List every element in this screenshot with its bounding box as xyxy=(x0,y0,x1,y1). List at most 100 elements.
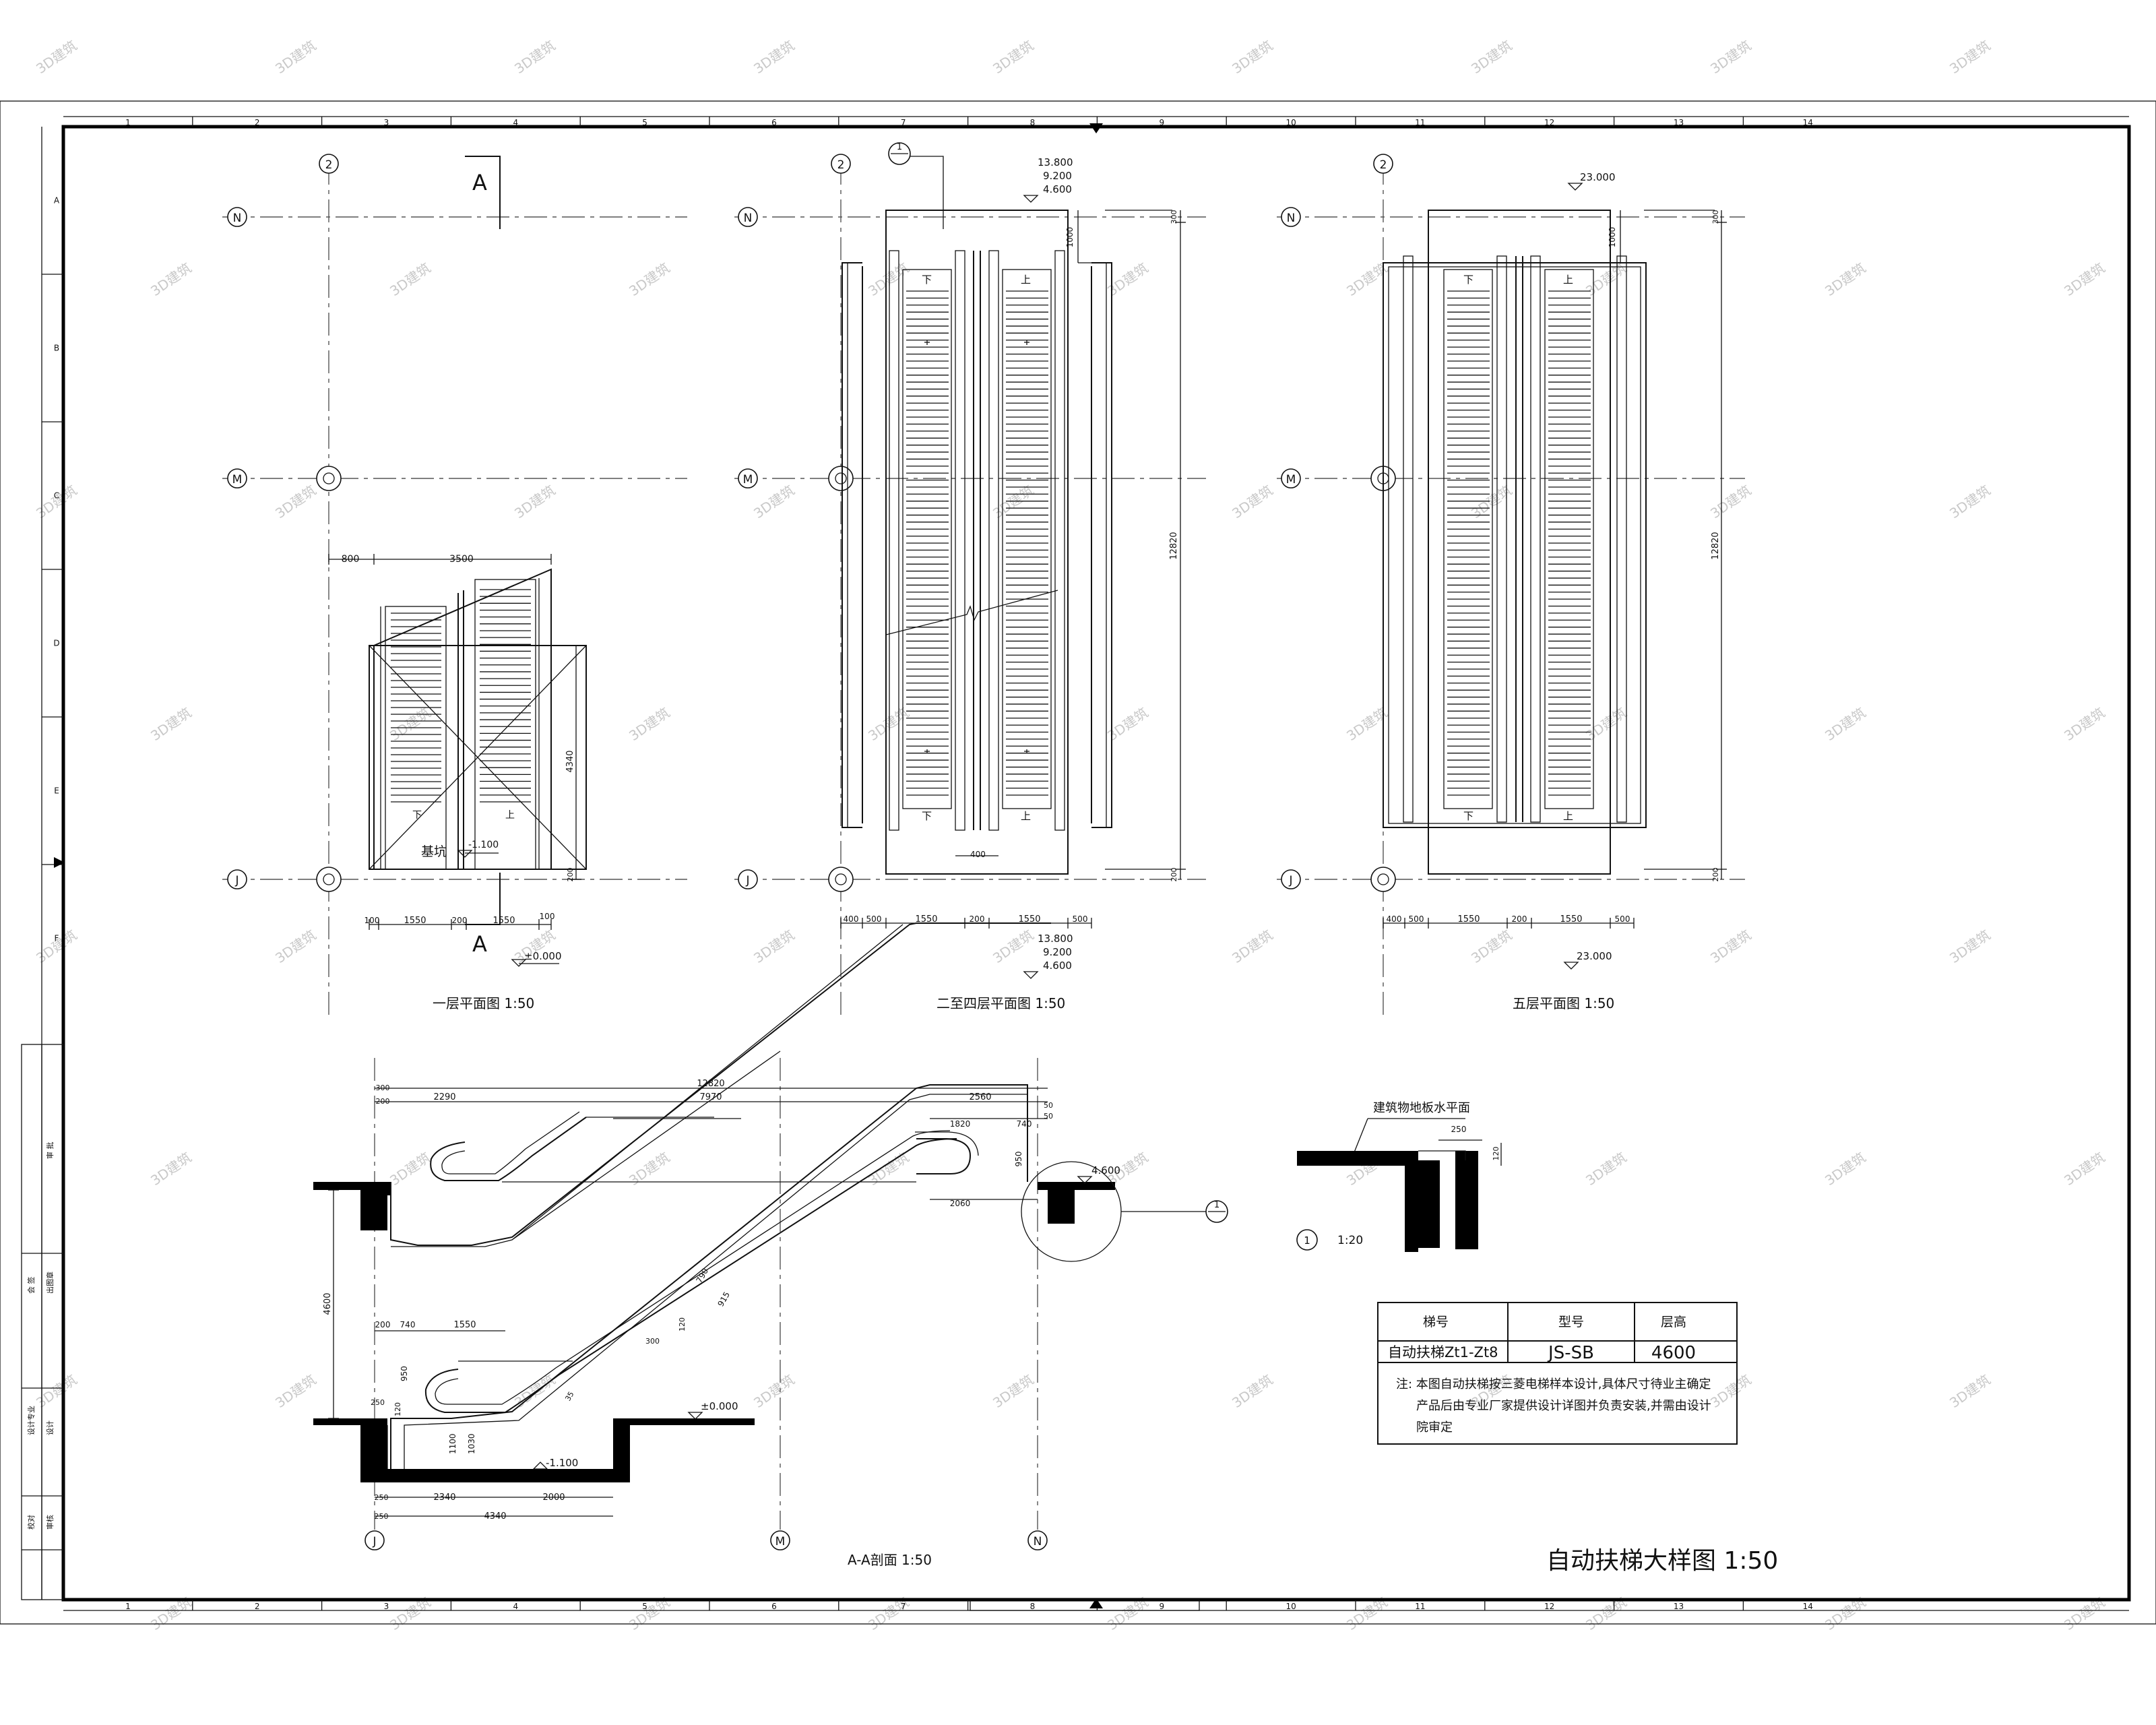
sec-dim-misc-3: 300 xyxy=(645,1337,660,1346)
spec-cell-model: JS-SB xyxy=(1547,1343,1594,1363)
col-number: 9 xyxy=(1159,118,1164,127)
spec-note-line-0: 注: 本图自动扶梯按三菱电梯样本设计,具体尺寸待业主确定 xyxy=(1396,1377,1711,1391)
detail-ref: 1 xyxy=(1304,1234,1310,1247)
p3-dim-total: 12820 xyxy=(1711,532,1721,559)
watermark-text: 3D建筑 xyxy=(1229,927,1276,966)
plan2-title: 二至四层平面图 1:50 xyxy=(937,995,1065,1011)
col-number: 4 xyxy=(513,1602,518,1611)
p1-dim-right-small: 200 xyxy=(566,868,575,882)
p1-dim-top-0: 800 xyxy=(342,554,360,565)
p3-dim-b5: 500 xyxy=(1615,914,1630,924)
col-number: 5 xyxy=(642,118,647,127)
spec-header-no: 梯号 xyxy=(1423,1315,1449,1329)
sec-dim-misc-7: 120 xyxy=(393,1402,402,1416)
axis-bubble-j xyxy=(227,869,247,889)
watermark-text: 3D建筑 xyxy=(1822,704,1869,744)
sec-dim-bottom-3: 250 xyxy=(375,1512,389,1521)
watermark-text: 3D建筑 xyxy=(751,927,798,966)
p3-level-bottom: 23.000 xyxy=(1577,950,1612,962)
p3-axis-j: J xyxy=(1288,874,1292,887)
col-number: 10 xyxy=(1286,118,1296,127)
p1-up: 上 xyxy=(505,810,515,821)
watermark-text: 3D建筑 xyxy=(1229,482,1276,522)
p1-dim-bottom-1: 1550 xyxy=(404,916,426,926)
p2-level-bottom-0: 13.800 xyxy=(1038,933,1073,945)
plan3-steps-left xyxy=(1447,290,1490,796)
col-number: 7 xyxy=(901,118,906,127)
p2-up-top: 上 xyxy=(1021,274,1031,286)
title-block-countersign: 会 签 xyxy=(26,1277,36,1294)
sec-dim-h: 2060 xyxy=(950,1199,971,1208)
col-number: 12 xyxy=(1544,1602,1554,1611)
detail-scale: 1:20 xyxy=(1337,1234,1363,1247)
plan3-steps-right xyxy=(1548,290,1591,796)
p2-dim-b5: 500 xyxy=(1073,914,1088,924)
plan2-steps-left xyxy=(906,290,949,796)
watermark-text: 3D建筑 xyxy=(626,704,673,744)
spec-header-height: 层高 xyxy=(1661,1315,1686,1329)
watermark-text: 3D建筑 xyxy=(1229,37,1276,77)
sec-dim-a: 300 xyxy=(376,1084,390,1092)
col-number: 10 xyxy=(1286,1602,1296,1611)
watermark-text: 3D建筑 xyxy=(1583,704,1630,744)
p1-down: 下 xyxy=(412,810,422,821)
col-number: 9 xyxy=(1159,1602,1164,1611)
plan-2: N M J 2 1 13.800 9.200 4.600 xyxy=(734,142,1206,1017)
p3-dim-bottom: 200 xyxy=(1711,868,1720,882)
sec-dim-misc-4: 120 xyxy=(678,1317,687,1331)
sec-dim-height: 4600 xyxy=(323,1292,333,1315)
sec-dim-total: 12820 xyxy=(697,1079,724,1089)
detail-label: 建筑物地板水平面 xyxy=(1373,1101,1470,1115)
pit-level: -1.100 xyxy=(468,840,499,850)
watermark-text: 3D建筑 xyxy=(865,259,912,299)
plan3-title: 五层平面图 1:50 xyxy=(1513,995,1614,1011)
col-number: 14 xyxy=(1803,118,1813,127)
p3-axis-n: N xyxy=(1287,212,1296,225)
sec-dim-bottom-4: 4340 xyxy=(484,1511,506,1522)
col-number: 7 xyxy=(901,1602,906,1611)
sec-dim-bottom-1: 2340 xyxy=(433,1493,455,1503)
p3-up-bottom: 上 xyxy=(1563,810,1573,822)
p2-dim-b1: 500 xyxy=(866,914,882,924)
watermark-text: 3D建筑 xyxy=(387,704,434,744)
p1-dim-bottom-3: 1550 xyxy=(493,916,515,926)
sec-dim-k: 50 xyxy=(1044,1112,1053,1121)
detail-dim-a: 250 xyxy=(1451,1125,1467,1134)
row-letter: C xyxy=(54,491,59,501)
p2-dim-b2: 1550 xyxy=(915,914,937,924)
axis-label-j: J xyxy=(234,874,239,887)
col-number: 13 xyxy=(1674,1602,1684,1611)
sec-dim-b: 200 xyxy=(376,1097,390,1106)
sec-dim-j: 50 xyxy=(1044,1101,1053,1110)
section-mark-bottom: A xyxy=(472,931,487,957)
plan2-steps-right xyxy=(1006,290,1048,796)
p2-level-bottom-1: 9.200 xyxy=(1043,946,1072,958)
watermark-text: 3D建筑 xyxy=(387,259,434,299)
col-number: 6 xyxy=(771,1602,777,1611)
p2-dim-b3: 200 xyxy=(970,914,985,924)
p3-dim-b2: 1550 xyxy=(1457,914,1480,924)
p1-dim-right: 4340 xyxy=(565,750,575,772)
axis-bubble-2 xyxy=(319,154,339,174)
sec-dim-misc-1: 915 xyxy=(716,1290,732,1309)
watermark-text: 3D建筑 xyxy=(33,37,80,77)
p3-axis-2: 2 xyxy=(1380,158,1387,172)
col-number: 13 xyxy=(1674,118,1684,127)
watermark-text: 3D建筑 xyxy=(511,37,559,77)
watermark-text: 3D建筑 xyxy=(1946,482,1994,522)
row-letter: A xyxy=(54,196,60,206)
watermark-text: 3D建筑 xyxy=(990,1371,1037,1411)
watermark-text: 3D建筑 xyxy=(1468,927,1515,966)
col-number: 11 xyxy=(1415,118,1425,127)
p2-axis-j: J xyxy=(745,874,749,887)
col-number: 2 xyxy=(255,1602,260,1611)
axis-label-m: M xyxy=(232,473,243,487)
col-number: 2 xyxy=(255,118,260,127)
watermark-text: 3D建筑 xyxy=(2061,259,2108,299)
sec-dim-misc-8: 1100 xyxy=(448,1433,457,1454)
p2-dim-top: 300 xyxy=(1170,210,1178,224)
col-number: 5 xyxy=(642,1602,647,1611)
watermark-text: 3D建筑 xyxy=(1583,259,1630,299)
sec-dim-e: 2560 xyxy=(969,1092,991,1102)
